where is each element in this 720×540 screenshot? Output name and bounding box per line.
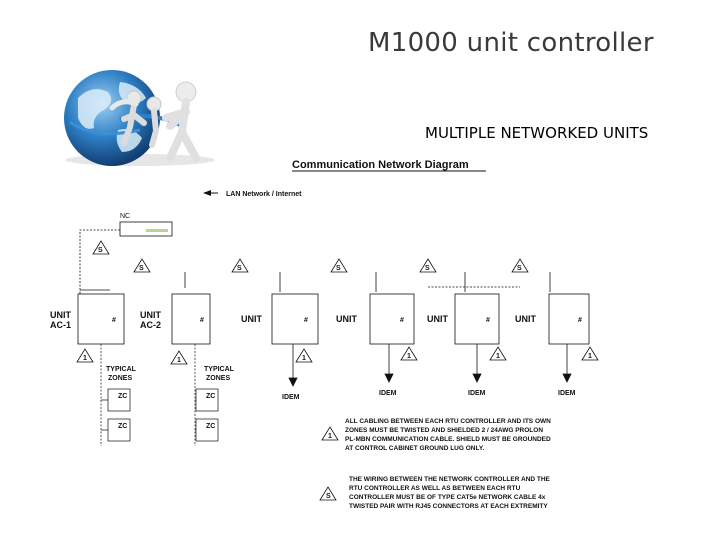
note-1-tag: 1 <box>328 433 332 440</box>
unit-id: AC-2 <box>140 320 161 330</box>
svg-text:THE WIRING BETWEEN THE NETWORK: THE WIRING BETWEEN THE NETWORK CONTROLLE… <box>349 476 551 483</box>
tag-s: S <box>425 265 430 272</box>
globe-illustration <box>64 70 215 166</box>
svg-text:ALL CABLING BETWEEN EACH RTU C: ALL CABLING BETWEEN EACH RTU CONTROLLER … <box>345 418 551 425</box>
tag-1: 1 <box>588 353 592 360</box>
tag-1: 1 <box>496 353 500 360</box>
svg-text:LAN Network / Internet: LAN Network / Internet <box>226 191 302 198</box>
idem-label: IDEM <box>468 390 486 397</box>
svg-text:ZC: ZC <box>118 393 127 400</box>
unit-label: UNIT <box>515 314 536 324</box>
tag-s-markers <box>92 240 529 273</box>
tag-s: S <box>98 247 103 254</box>
svg-text:ZC: ZC <box>206 393 215 400</box>
tag-s: S <box>336 265 341 272</box>
zone-controllers <box>100 344 219 446</box>
lan-network-label: LAN Network / Internet <box>203 190 302 198</box>
svg-text:#: # <box>112 317 116 324</box>
tag-s: S <box>139 265 144 272</box>
svg-text:#: # <box>304 317 308 324</box>
slide-subtitle: MULTIPLE NETWORKED UNITS <box>425 124 649 142</box>
svg-text:TWISTED PAIR WITH RJ45 CONNECT: TWISTED PAIR WITH RJ45 CONNECTORS AT EAC… <box>349 503 548 510</box>
unit-label: UNIT <box>140 310 161 320</box>
svg-text:AT CONTROL CABINET GROUND LUG: AT CONTROL CABINET GROUND LUG ONLY. <box>345 445 484 452</box>
diagram-heading: Communication Network Diagram <box>292 159 469 171</box>
svg-text:ZC: ZC <box>118 423 127 430</box>
note-1: ALL CABLING BETWEEN EACH RTU CONTROLLER … <box>345 418 551 452</box>
idem-arrows <box>288 344 572 387</box>
unit-id: AC-1 <box>50 320 71 330</box>
svg-text:ZC: ZC <box>206 423 215 430</box>
tag-s: S <box>517 265 522 272</box>
svg-text:PL-MBN COMMUNICATION CABLE. SH: PL-MBN COMMUNICATION CABLE. SHIELD MUST … <box>345 436 551 443</box>
tag-1: 1 <box>83 355 87 362</box>
note-s: THE WIRING BETWEEN THE NETWORK CONTROLLE… <box>349 476 551 510</box>
idem-label: IDEM <box>379 390 397 397</box>
svg-text:TYPICAL: TYPICAL <box>106 366 137 373</box>
svg-text:RTU CONTROLLER AS WELL AS BETW: RTU CONTROLLER AS WELL AS BETWEEN EACH R… <box>349 485 521 492</box>
svg-text:CONTROLLER MUST BE OF TYPE CAT: CONTROLLER MUST BE OF TYPE CAT5e NETWORK… <box>349 494 546 501</box>
unit-label: UNIT <box>50 310 71 320</box>
unit-label: UNIT <box>336 314 357 324</box>
tag-s: S <box>237 265 242 272</box>
svg-text:ZONES: ZONES <box>108 375 132 382</box>
svg-text:TYPICAL: TYPICAL <box>204 366 235 373</box>
svg-text:#: # <box>200 317 204 324</box>
note-s-tag: S <box>326 493 331 500</box>
idem-label: IDEM <box>558 390 576 397</box>
tag-1-markers <box>76 346 599 365</box>
tag-1: 1 <box>177 357 181 364</box>
unit-label: UNIT <box>241 314 262 324</box>
unit-boxes <box>77 293 590 345</box>
svg-text:NC: NC <box>120 213 130 220</box>
svg-text:ZONES MUST BE TWISTED AND SHIE: ZONES MUST BE TWISTED AND SHIELDED 2 / 2… <box>345 427 543 434</box>
tag-1: 1 <box>302 355 306 362</box>
communication-bus <box>79 229 551 294</box>
network-controller: NC <box>119 213 173 237</box>
idem-label: IDEM <box>282 394 300 401</box>
unit-label: UNIT <box>427 314 448 324</box>
svg-text:#: # <box>578 317 582 324</box>
svg-text:ZONES: ZONES <box>206 375 230 382</box>
slide-title: M1000 unit controller <box>368 28 654 58</box>
svg-text:#: # <box>400 317 404 324</box>
tag-1: 1 <box>407 353 411 360</box>
svg-text:#: # <box>486 317 490 324</box>
